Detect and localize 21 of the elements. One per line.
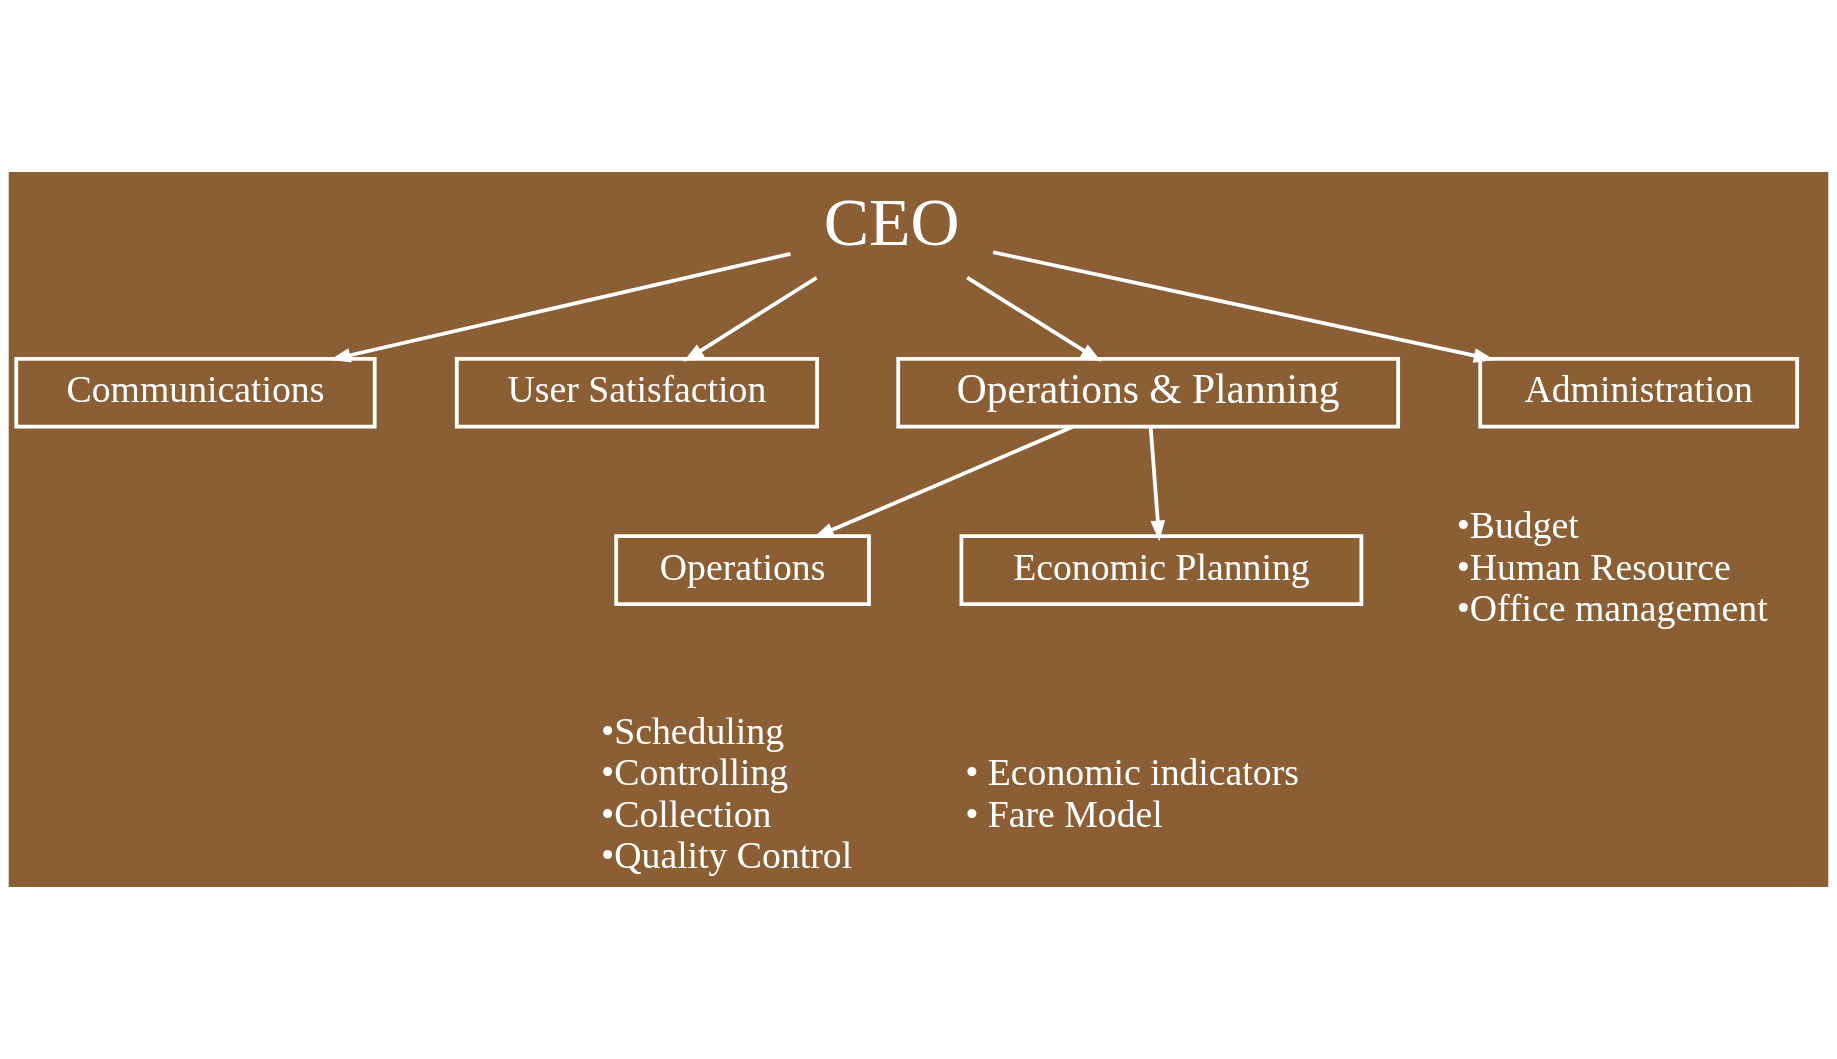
node-label: •Budget xyxy=(1456,503,1579,546)
node-label: •Office management xyxy=(1456,587,1768,629)
arrow xyxy=(329,251,791,363)
node-text: CEO xyxy=(823,184,960,261)
node-box: Administration xyxy=(1478,356,1800,429)
node-box: Operations xyxy=(614,534,871,606)
node-label: •Human Resource xyxy=(1456,545,1731,588)
arrow xyxy=(1148,427,1166,542)
node-box: Economic Planning xyxy=(959,534,1364,606)
node-label: •Scheduling xyxy=(601,709,785,752)
node-box: User Satisfaction xyxy=(454,356,819,429)
arrow xyxy=(683,276,818,362)
arrow xyxy=(992,250,1495,363)
node-label: •Quality Control xyxy=(601,834,853,877)
node-box: Communications xyxy=(14,356,377,429)
node-box: Operations & Planning xyxy=(896,356,1401,429)
node-label: •Controlling xyxy=(601,751,789,794)
node-label: •Collection xyxy=(601,792,772,835)
arrow xyxy=(966,276,1102,362)
node-label: • Economic indicators xyxy=(965,751,1299,794)
node-label: • Fare Model xyxy=(965,792,1163,835)
